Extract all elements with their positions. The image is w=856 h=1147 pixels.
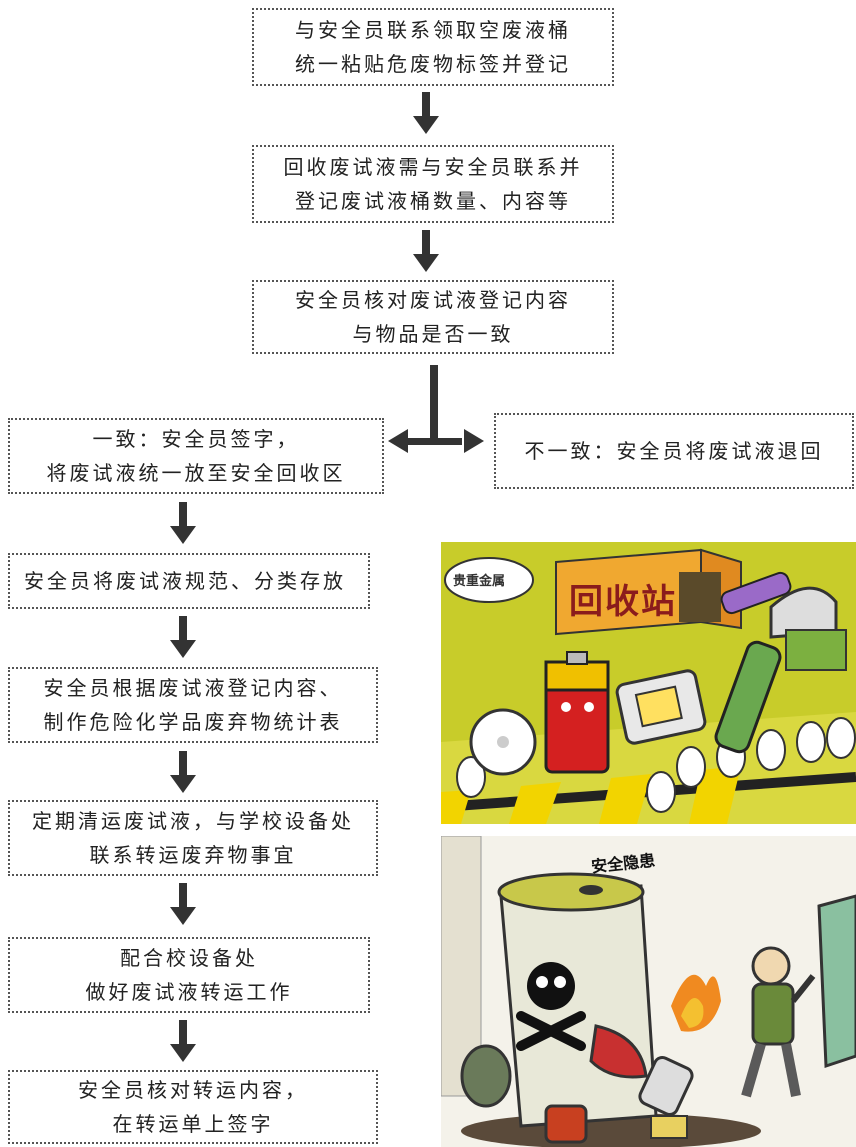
step-7-line1: 安全员根据废试液登记内容、 (43, 676, 343, 700)
step-3-line1: 安全员核对废试液登记内容 (295, 288, 571, 312)
step-2-line2: 登记废试液桶数量、内容等 (295, 189, 571, 213)
step-2-box: 回收废试液需与安全员联系并 登记废试液桶数量、内容等 (252, 145, 614, 223)
step-10-line2: 在转运单上签字 (112, 1112, 274, 1136)
down-arrow-icon (413, 92, 439, 134)
down-arrow-icon (170, 883, 196, 925)
branch-arrow-icon (388, 365, 484, 453)
down-arrow-icon (170, 616, 196, 658)
step-10-line1: 安全员核对转运内容， (78, 1078, 308, 1102)
step-9-line1: 配合校设备处 (120, 946, 258, 970)
step-3-box: 安全员核对废试液登记内容 与物品是否一致 (252, 280, 614, 354)
step-3-line2: 与物品是否一致 (352, 322, 514, 346)
step-10-box: 安全员核对转运内容， 在转运单上签字 (8, 1070, 378, 1144)
step-9-box: 配合校设备处 做好废试液转运工作 (8, 937, 370, 1013)
step-9-line2: 做好废试液转运工作 (85, 980, 293, 1004)
step-6-box: 安全员将废试液规范、分类存放 (8, 553, 370, 609)
down-arrow-icon (170, 502, 196, 544)
step-1-line1: 与安全员联系领取空废液桶 (295, 18, 571, 42)
step-7-line2: 制作危险化学品废弃物统计表 (43, 710, 343, 734)
step-consistent-box: 一致：安全员签字， 将废试液统一放至安全回收区 (8, 418, 384, 494)
recycling-illustration: 贵重金属 回收站 (441, 542, 856, 824)
step-8-box: 定期清运废试液，与学校设备处 联系转运废弃物事宜 (8, 800, 378, 876)
step-6-line1: 安全员将废试液规范、分类存放 (24, 569, 346, 593)
recycling-sign: 回收站 (569, 582, 677, 622)
step-1-box: 与安全员联系领取空废液桶 统一粘贴危废物标签并登记 (252, 8, 614, 86)
step-inconsistent-line1: 不一致：安全员将废试液退回 (524, 439, 824, 463)
recycling-badge: 贵重金属 (453, 574, 506, 589)
down-arrow-icon (413, 230, 439, 272)
step-inconsistent-box: 不一致：安全员将废试液退回 (494, 413, 854, 489)
step-7-box: 安全员根据废试液登记内容、 制作危险化学品废弃物统计表 (8, 667, 378, 743)
down-arrow-icon (170, 751, 196, 793)
step-8-line2: 联系转运废弃物事宜 (89, 843, 297, 867)
step-consistent-line2: 将废试液统一放至安全回收区 (46, 461, 346, 485)
step-1-line2: 统一粘贴危废物标签并登记 (295, 52, 571, 76)
hazard-illustration: 安全隐患 (441, 836, 856, 1147)
step-2-line1: 回收废试液需与安全员联系并 (283, 155, 583, 179)
step-consistent-line1: 一致：安全员签字， (92, 427, 300, 451)
step-8-line1: 定期清运废试液，与学校设备处 (32, 809, 354, 833)
down-arrow-icon (170, 1020, 196, 1062)
